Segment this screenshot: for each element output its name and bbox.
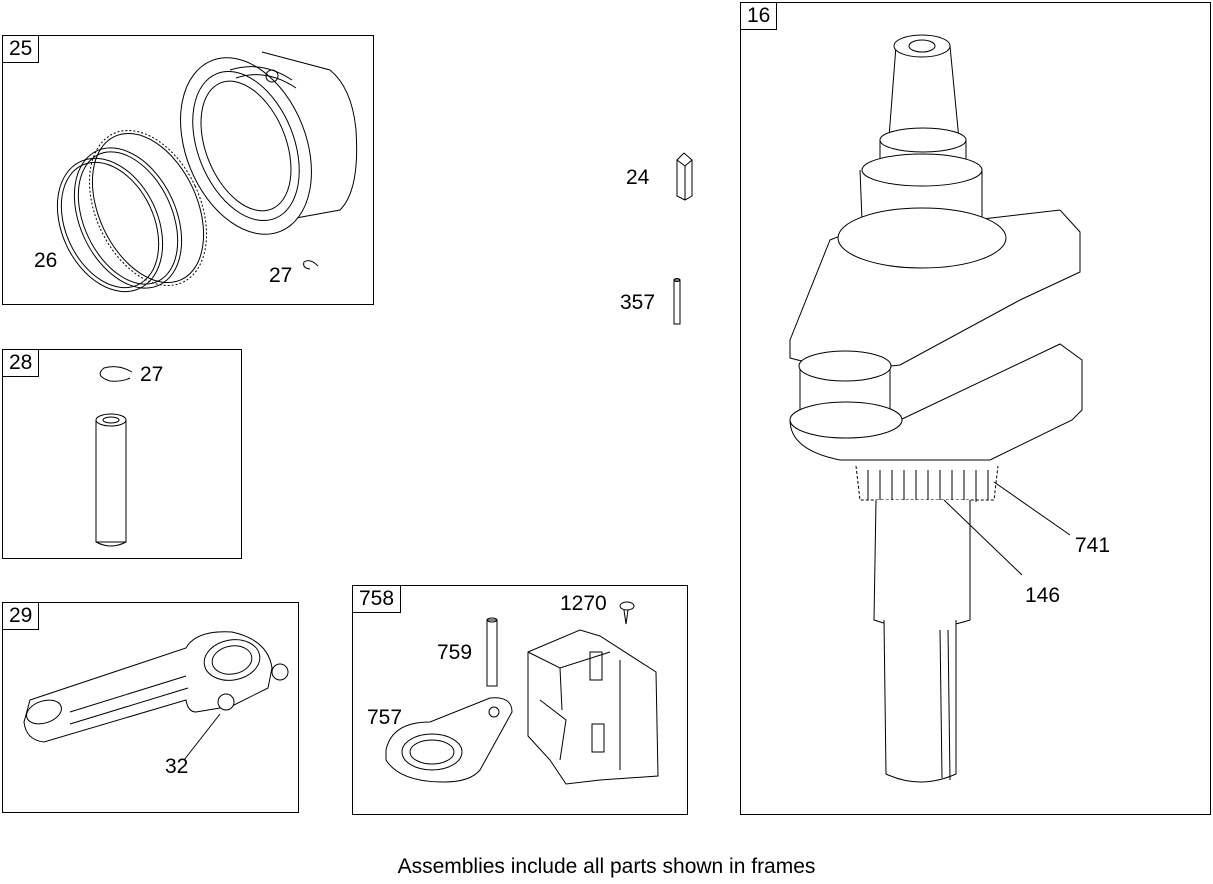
footer-note: Assemblies include all parts shown in fr… (397, 855, 816, 878)
retaining-clip-drawing-25 (304, 261, 318, 269)
label-759: 759 (437, 641, 473, 664)
frame-id-29: 29 (3, 603, 40, 630)
key-24-drawing (677, 153, 692, 200)
crankshaft-drawing (790, 35, 1082, 782)
piston-drawing (156, 38, 357, 254)
piston-rings-drawing (37, 112, 230, 309)
retaining-clip-drawing-28 (100, 367, 132, 382)
label-27-frame-25: 27 (269, 264, 293, 287)
frame-id-758: 758 (353, 586, 402, 613)
label-26: 26 (34, 249, 58, 272)
cap-757-drawing (386, 698, 512, 782)
label-32: 32 (165, 755, 189, 778)
label-741: 741 (1075, 534, 1111, 557)
governor-block-drawing (528, 630, 658, 784)
label-146: 146 (1025, 584, 1061, 607)
pin-357-drawing (674, 279, 680, 325)
frame-id-25: 25 (3, 36, 40, 63)
frame-id-16: 16 (741, 3, 778, 30)
label-357: 357 (620, 291, 656, 314)
label-757: 757 (367, 706, 403, 729)
frame-id-28: 28 (3, 350, 40, 377)
connecting-rod-drawing (23, 632, 288, 760)
label-27-frame-28: 27 (140, 363, 164, 386)
screw-1270-drawing (620, 602, 634, 624)
pin-759-drawing (487, 618, 497, 686)
label-1270: 1270 (560, 592, 607, 615)
piston-pin-drawing (96, 414, 126, 546)
label-24: 24 (626, 166, 650, 189)
